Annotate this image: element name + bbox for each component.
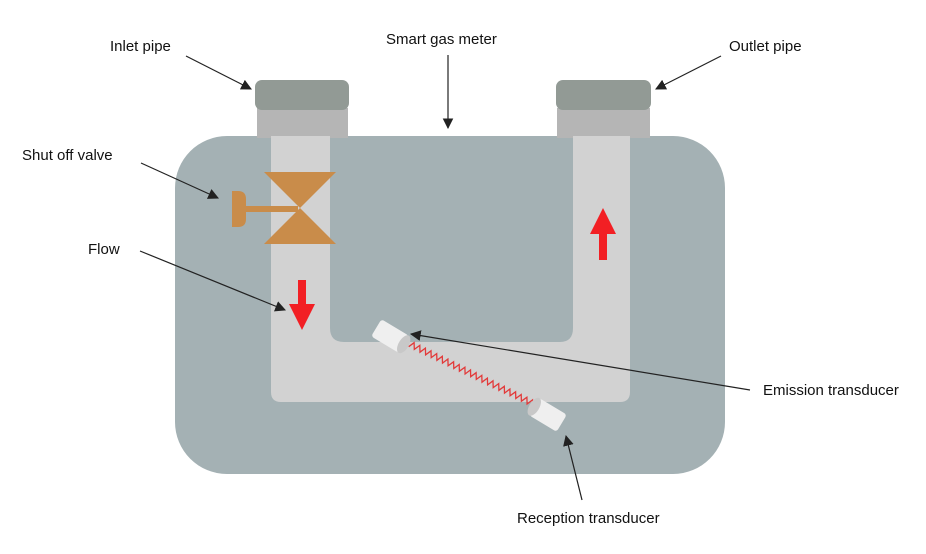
- meter-body: [175, 136, 725, 474]
- shut-off-valve-label: Shut off valve: [22, 147, 113, 164]
- reception-transducer-label: Reception transducer: [517, 510, 660, 527]
- signal-wave-path: [408, 341, 534, 407]
- emission-transducer-leader: [409, 330, 751, 391]
- flow-label: Flow: [88, 241, 120, 258]
- ultrasonic-signal-wave: [408, 341, 534, 407]
- inlet-pipe-collar: [257, 108, 348, 138]
- flow-up-arrow-icon: [590, 208, 616, 260]
- smart-gas-meter-label: Smart gas meter: [386, 31, 497, 48]
- shut-off-valve: [232, 172, 336, 244]
- valve-body-icon: [264, 172, 336, 244]
- outlet-pipe-collar: [557, 108, 650, 138]
- outlet-pipe-label: Outlet pipe: [729, 38, 802, 55]
- inlet-pipe-cap: [255, 80, 349, 110]
- valve-handle-icon: [232, 191, 298, 227]
- shut-off-valve-leader: [140, 162, 219, 199]
- inlet-pipe-label: Inlet pipe: [110, 38, 171, 55]
- outlet-pipe-leader: [655, 55, 722, 90]
- inlet-pipe-leader: [185, 55, 252, 90]
- reception-transducer-leader: [563, 434, 583, 501]
- outlet-pipe-cap: [556, 80, 651, 110]
- reception-transducer: [527, 397, 566, 431]
- flow-leader: [139, 250, 287, 312]
- emission-transducer-label: Emission transducer: [763, 382, 899, 399]
- gas-channel: [271, 136, 630, 402]
- emission-transducer: [372, 320, 411, 354]
- flow-down-arrow-icon: [289, 280, 315, 330]
